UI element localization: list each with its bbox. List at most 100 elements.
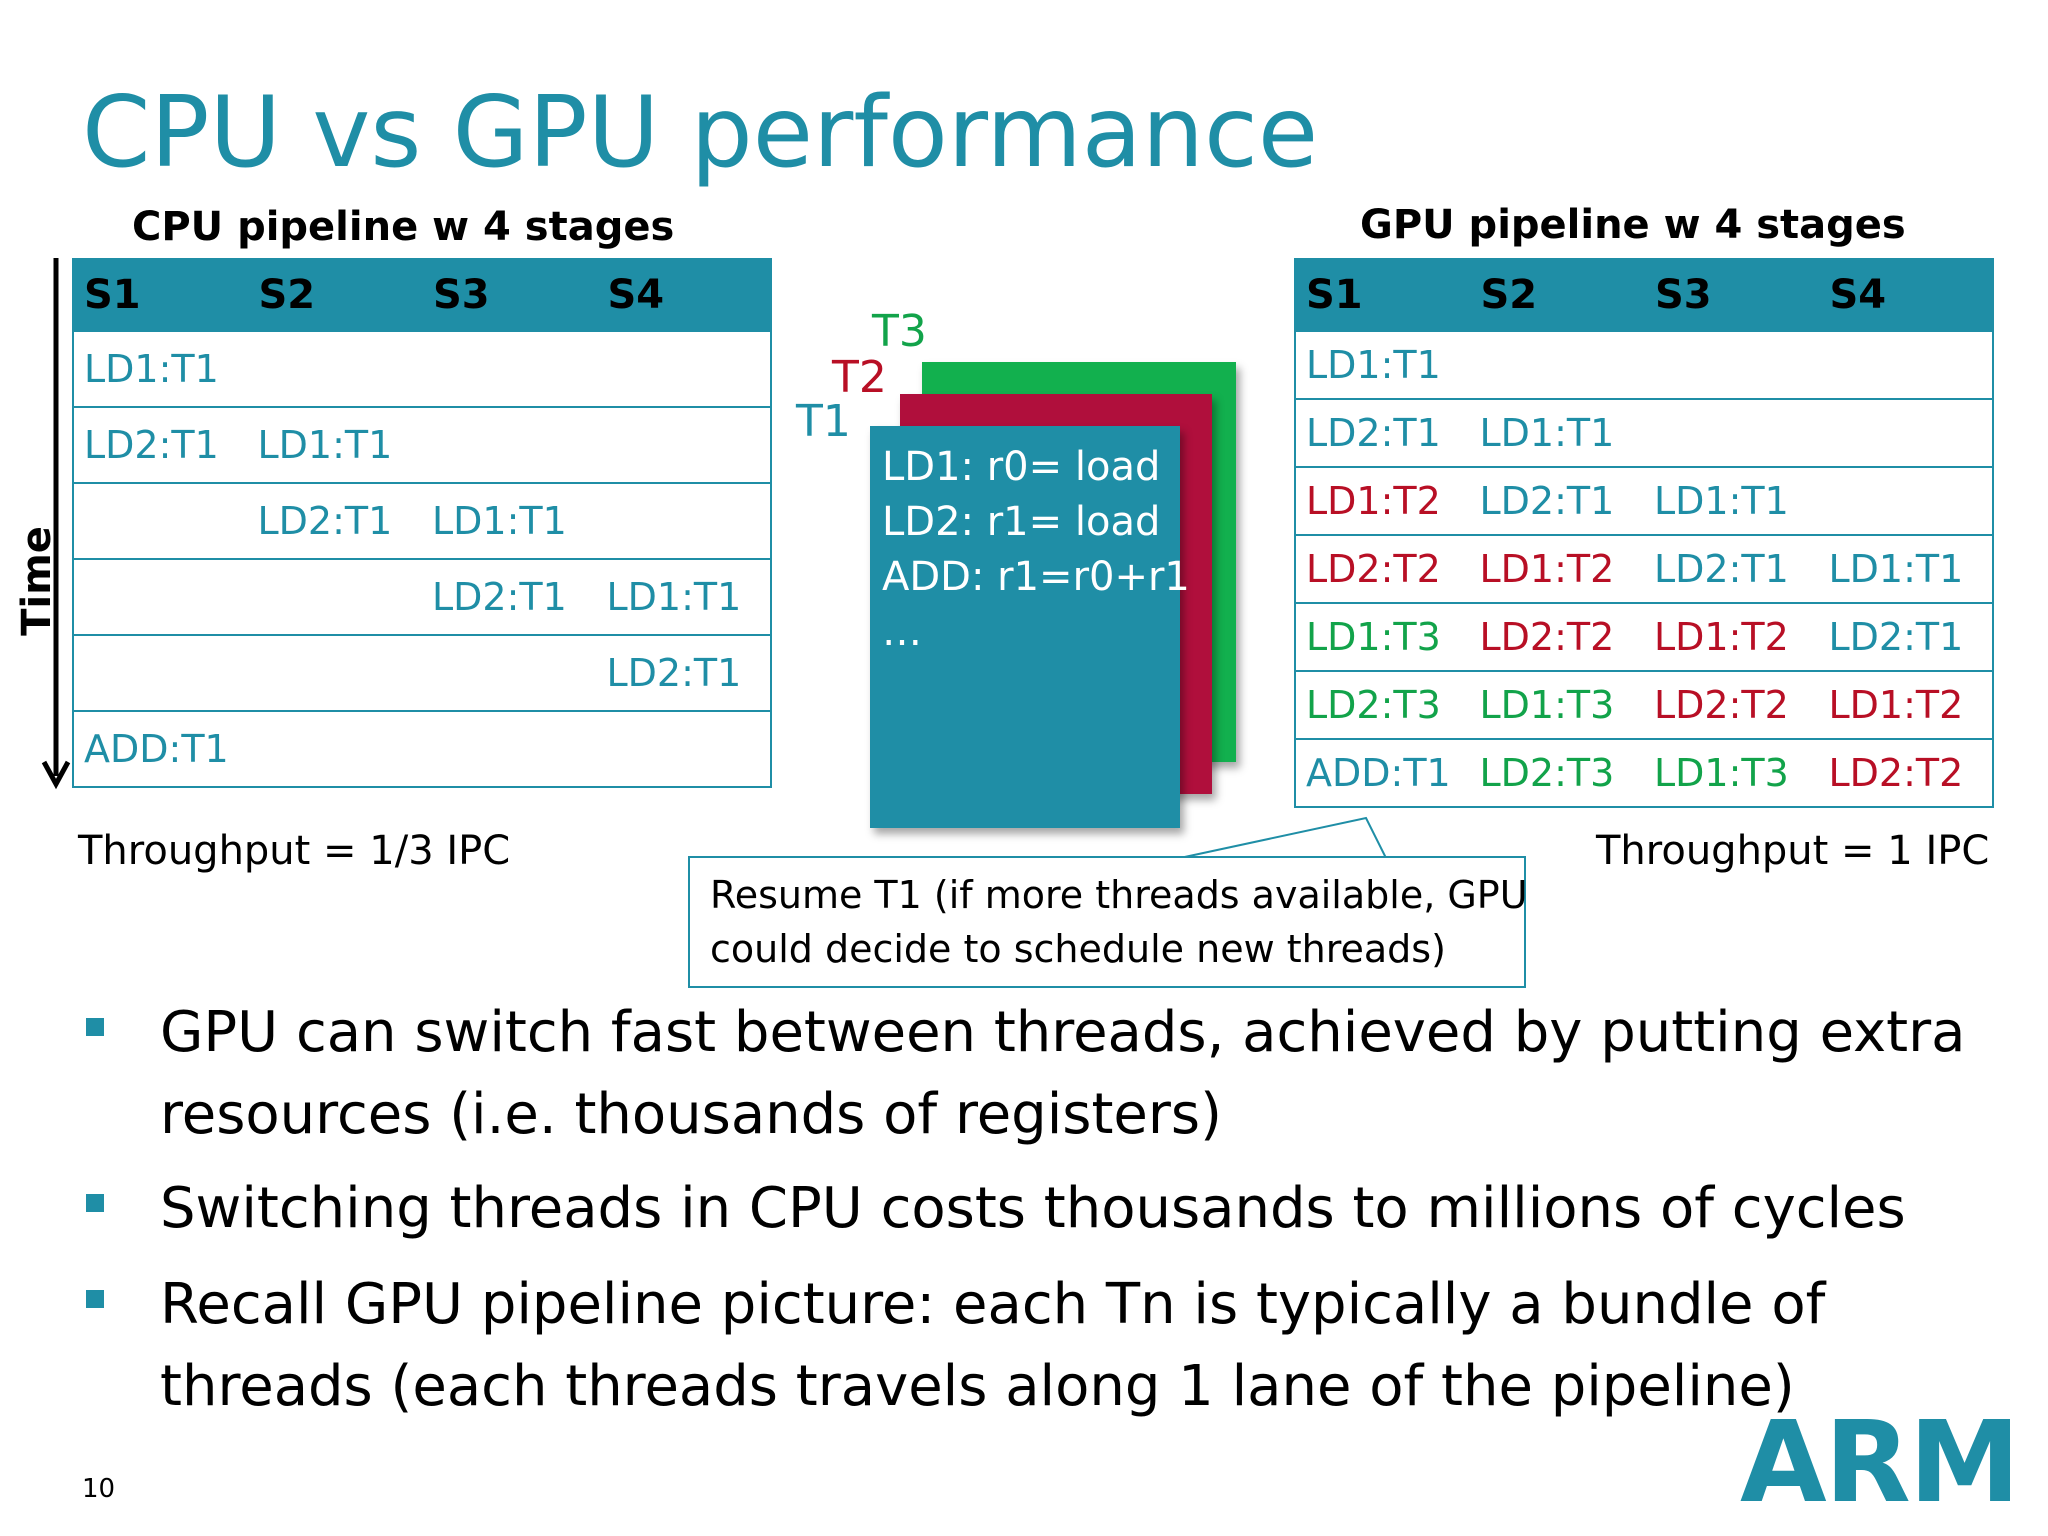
bullet-item: GPU can switch fast between threads, ach… bbox=[160, 992, 1965, 1156]
gpu-cell bbox=[1818, 398, 1994, 468]
cpu-cell: LD1:T1 bbox=[596, 558, 772, 636]
gpu-cell: LD1:T1 bbox=[1818, 534, 1994, 604]
cpu-cell bbox=[422, 634, 597, 712]
cpu-pipeline-title: CPU pipeline w 4 stages bbox=[132, 204, 675, 250]
cpu-cell: LD1:T1 bbox=[422, 482, 597, 560]
resume-callout: Resume T1 (if more threads available, GP… bbox=[688, 856, 1528, 988]
bullet-marker bbox=[86, 1194, 104, 1212]
cpu-header-s3: S3 bbox=[421, 258, 598, 332]
gpu-cell bbox=[1644, 398, 1819, 468]
gpu-cell: LD2:T1 bbox=[1294, 398, 1470, 468]
gpu-header-s4: S4 bbox=[1817, 258, 1994, 332]
gpu-cell: LD2:T2 bbox=[1294, 534, 1470, 604]
cpu-cell: LD1:T1 bbox=[247, 406, 422, 484]
thread-card-t1: LD1: r0= load LD2: r1= load ADD: r1=r0+r… bbox=[870, 426, 1190, 828]
cpu-header-row: S1 S2 S3 S4 bbox=[72, 258, 772, 332]
cpu-cell: LD2:T1 bbox=[72, 406, 248, 484]
cpu-cell bbox=[72, 482, 248, 560]
cpu-cell bbox=[596, 482, 772, 560]
thread-label-t1: T1 bbox=[796, 396, 851, 447]
cpu-cell bbox=[596, 330, 772, 408]
cpu-header-s2: S2 bbox=[246, 258, 423, 332]
bullet-line: Switching threads in CPU costs thousands… bbox=[160, 1176, 1906, 1241]
cpu-cell bbox=[422, 710, 597, 788]
gpu-cell: LD1:T1 bbox=[1644, 466, 1819, 536]
bullet-line: GPU can switch fast between threads, ach… bbox=[160, 1000, 1966, 1065]
gpu-cell: LD1:T3 bbox=[1469, 670, 1644, 740]
bullet-item: Switching threads in CPU costs thousands… bbox=[160, 1168, 1906, 1250]
bullet-item: Recall GPU pipeline picture: each Tn is … bbox=[160, 1264, 1825, 1428]
thread-label-t3: T3 bbox=[872, 306, 927, 357]
thread-label-t2: T2 bbox=[832, 352, 887, 403]
cpu-cell bbox=[596, 710, 772, 788]
cpu-throughput: Throughput = 1/3 IPC bbox=[78, 828, 511, 874]
gpu-header-s2: S2 bbox=[1468, 258, 1645, 332]
gpu-cell bbox=[1818, 466, 1994, 536]
code-line: LD1: r0= load bbox=[882, 444, 1161, 490]
gpu-header-s3: S3 bbox=[1643, 258, 1820, 332]
cpu-cell bbox=[72, 558, 248, 636]
cpu-cell: LD1:T1 bbox=[72, 330, 248, 408]
cpu-cell: ADD:T1 bbox=[72, 710, 248, 788]
gpu-cell bbox=[1469, 330, 1644, 400]
gpu-row: LD1:T1 bbox=[1294, 330, 1994, 400]
code-line: LD2: r1= load bbox=[882, 499, 1161, 545]
gpu-cell: ADD:T1 bbox=[1294, 738, 1470, 808]
cpu-cell: LD2:T1 bbox=[596, 634, 772, 712]
gpu-cell bbox=[1644, 330, 1819, 400]
bullet-marker bbox=[86, 1018, 104, 1036]
code-line: … bbox=[882, 609, 922, 655]
callout-line: could decide to schedule new threads) bbox=[710, 927, 1446, 971]
bullet-line: threads (each threads travels along 1 la… bbox=[160, 1354, 1795, 1419]
cpu-cell bbox=[247, 710, 422, 788]
slide-title: CPU vs GPU performance bbox=[82, 76, 1319, 190]
cpu-cell bbox=[72, 634, 248, 712]
cpu-cell bbox=[422, 406, 597, 484]
page-number: 10 bbox=[82, 1474, 116, 1504]
bullet-line: Recall GPU pipeline picture: each Tn is … bbox=[160, 1272, 1826, 1337]
cpu-cell bbox=[596, 406, 772, 484]
cpu-row: ADD:T1 bbox=[72, 710, 772, 788]
gpu-cell: LD2:T1 bbox=[1644, 534, 1819, 604]
cpu-cell bbox=[247, 634, 422, 712]
gpu-header-s1: S1 bbox=[1294, 258, 1471, 332]
gpu-throughput: Throughput = 1 IPC bbox=[1596, 828, 1990, 874]
cpu-cell bbox=[422, 330, 597, 408]
code-line: ADD: r1=r0+r1 bbox=[882, 554, 1190, 600]
gpu-cell: LD1:T1 bbox=[1294, 330, 1470, 400]
cpu-cell: LD2:T1 bbox=[422, 558, 597, 636]
gpu-cell: LD2:T2 bbox=[1469, 602, 1644, 672]
gpu-cell bbox=[1818, 330, 1994, 400]
gpu-cell: LD1:T3 bbox=[1644, 738, 1819, 808]
callout-line: Resume T1 (if more threads available, GP… bbox=[710, 873, 1528, 917]
gpu-cell: LD2:T2 bbox=[1818, 738, 1994, 808]
gpu-cell: LD2:T1 bbox=[1818, 602, 1994, 672]
cpu-cell: LD2:T1 bbox=[247, 482, 422, 560]
bullet-marker bbox=[86, 1290, 104, 1308]
gpu-header-row: S1 S2 S3 S4 bbox=[1294, 258, 1994, 332]
cpu-row: LD1:T1 bbox=[72, 330, 772, 408]
time-axis-label: Time bbox=[13, 526, 60, 636]
gpu-cell: LD2:T1 bbox=[1469, 466, 1644, 536]
gpu-cell: LD2:T3 bbox=[1469, 738, 1644, 808]
callout-pointer bbox=[1179, 816, 1388, 860]
cpu-cell bbox=[247, 558, 422, 636]
time-arrow-icon bbox=[41, 258, 71, 790]
gpu-cell: LD1:T2 bbox=[1644, 602, 1819, 672]
gpu-cell: LD2:T3 bbox=[1294, 670, 1470, 740]
gpu-cell: LD1:T2 bbox=[1469, 534, 1644, 604]
gpu-cell: LD1:T2 bbox=[1818, 670, 1994, 740]
cpu-cell bbox=[247, 330, 422, 408]
gpu-cell: LD1:T1 bbox=[1469, 398, 1644, 468]
